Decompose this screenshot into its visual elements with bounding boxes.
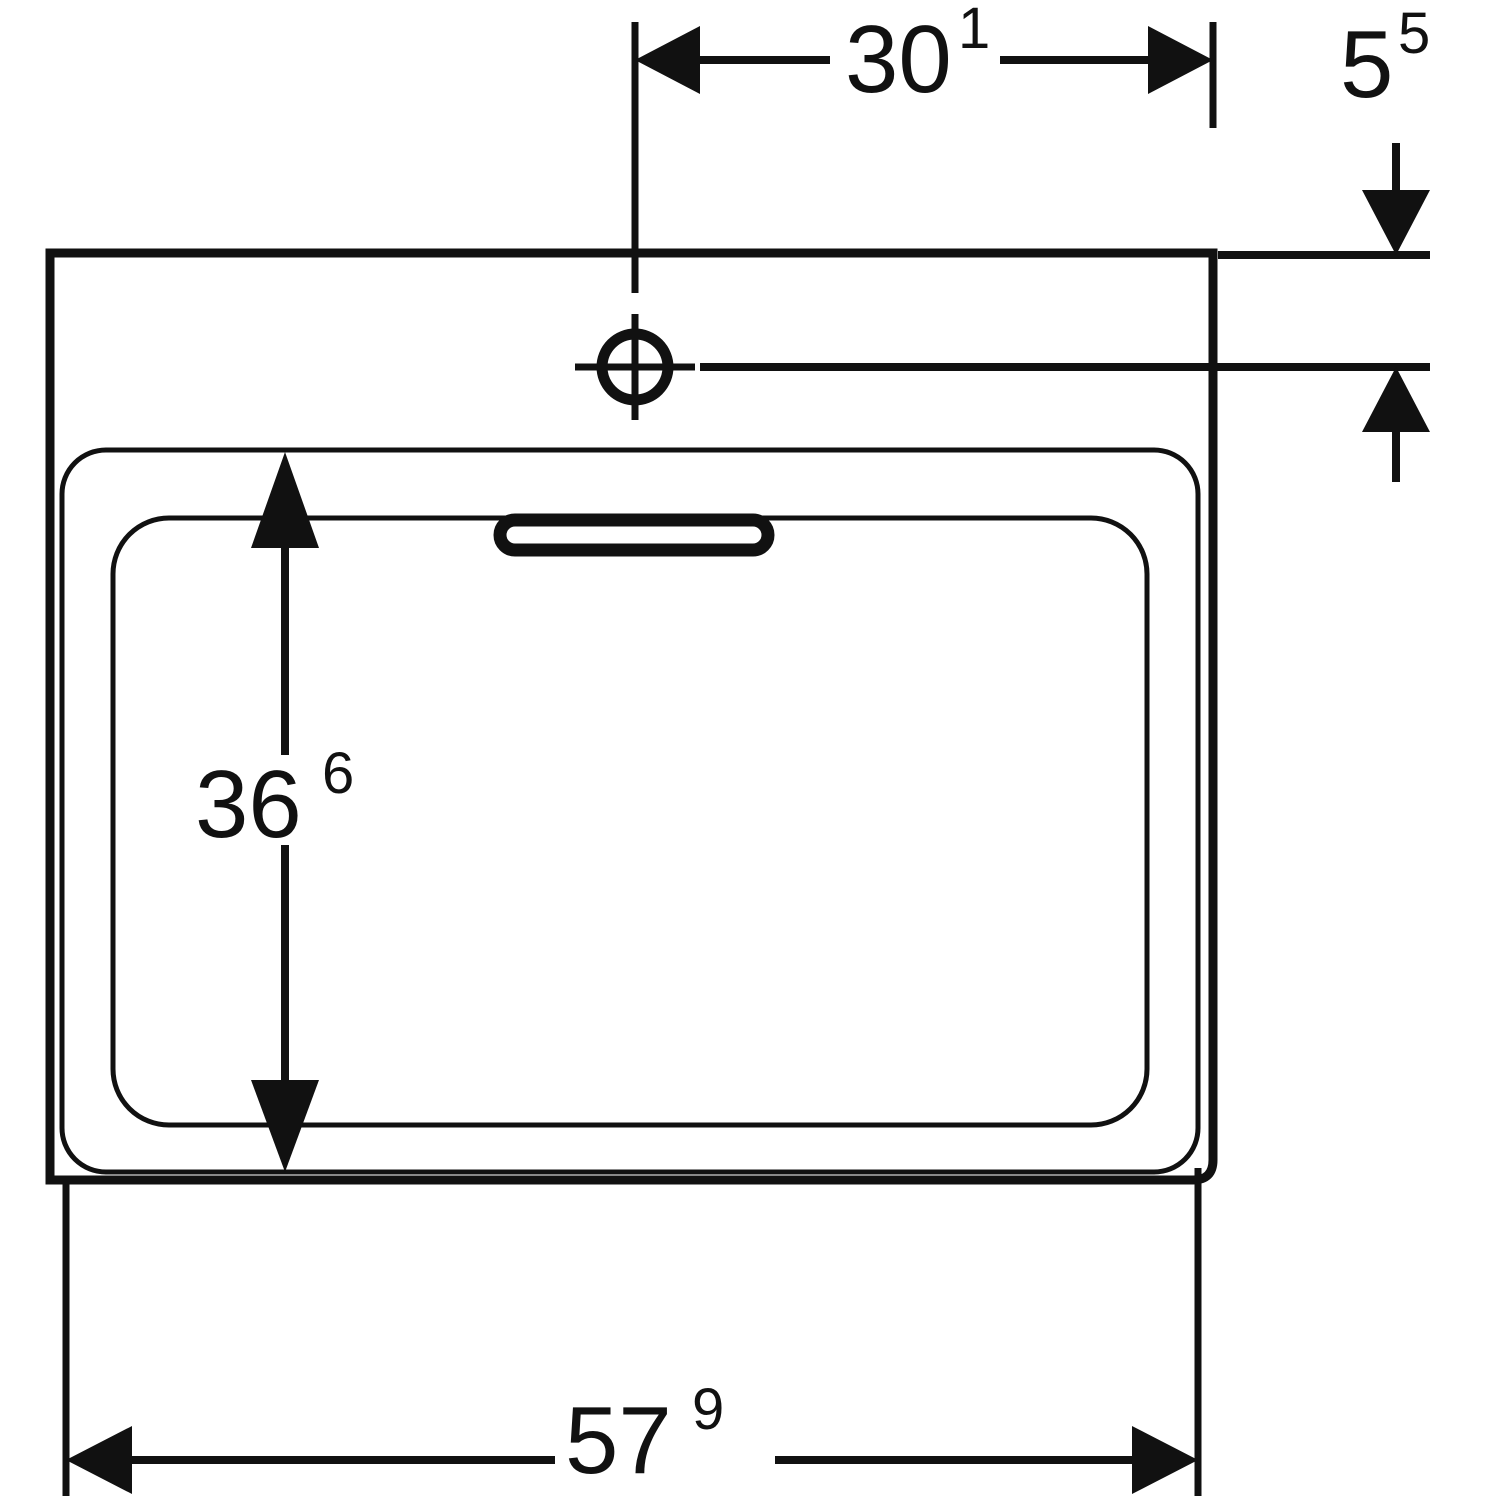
dimension-superscript-57: 9: [692, 1377, 724, 1442]
arrowhead-down-5: [1362, 190, 1430, 255]
arrowhead-left-57: [66, 1426, 132, 1494]
basin-rim: [59, 447, 1201, 1175]
basin-outer-body: [45, 248, 1218, 1185]
dimension-superscript-30: 1: [958, 0, 990, 61]
arrowhead-right-30: [1148, 26, 1213, 94]
dimension-36-6: 36 6: [195, 452, 354, 1172]
dimension-superscript-36: 6: [322, 741, 354, 806]
dimension-label-5: 5: [1340, 11, 1393, 118]
dimension-label-57: 57: [565, 1387, 672, 1494]
dimension-5-5: 5 5: [700, 1, 1430, 482]
arrowhead-up-36: [251, 452, 319, 548]
arrowhead-right-57: [1132, 1426, 1198, 1494]
arrowhead-left-30: [635, 26, 700, 94]
arrowhead-down-36: [251, 1080, 319, 1172]
dimension-superscript-5: 5: [1398, 1, 1430, 66]
dimension-57-9: 57 9: [62, 1168, 1202, 1496]
basin-geometry: [45, 248, 1218, 1185]
dimension-30-1: 30 1: [631, 0, 1217, 293]
faucet-hole-icon: [575, 314, 695, 420]
dimension-label-36: 36: [195, 751, 302, 858]
dimension-label-30: 30: [845, 6, 952, 113]
arrowhead-up-5: [1362, 367, 1430, 432]
overflow-slot-icon: [493, 513, 775, 557]
